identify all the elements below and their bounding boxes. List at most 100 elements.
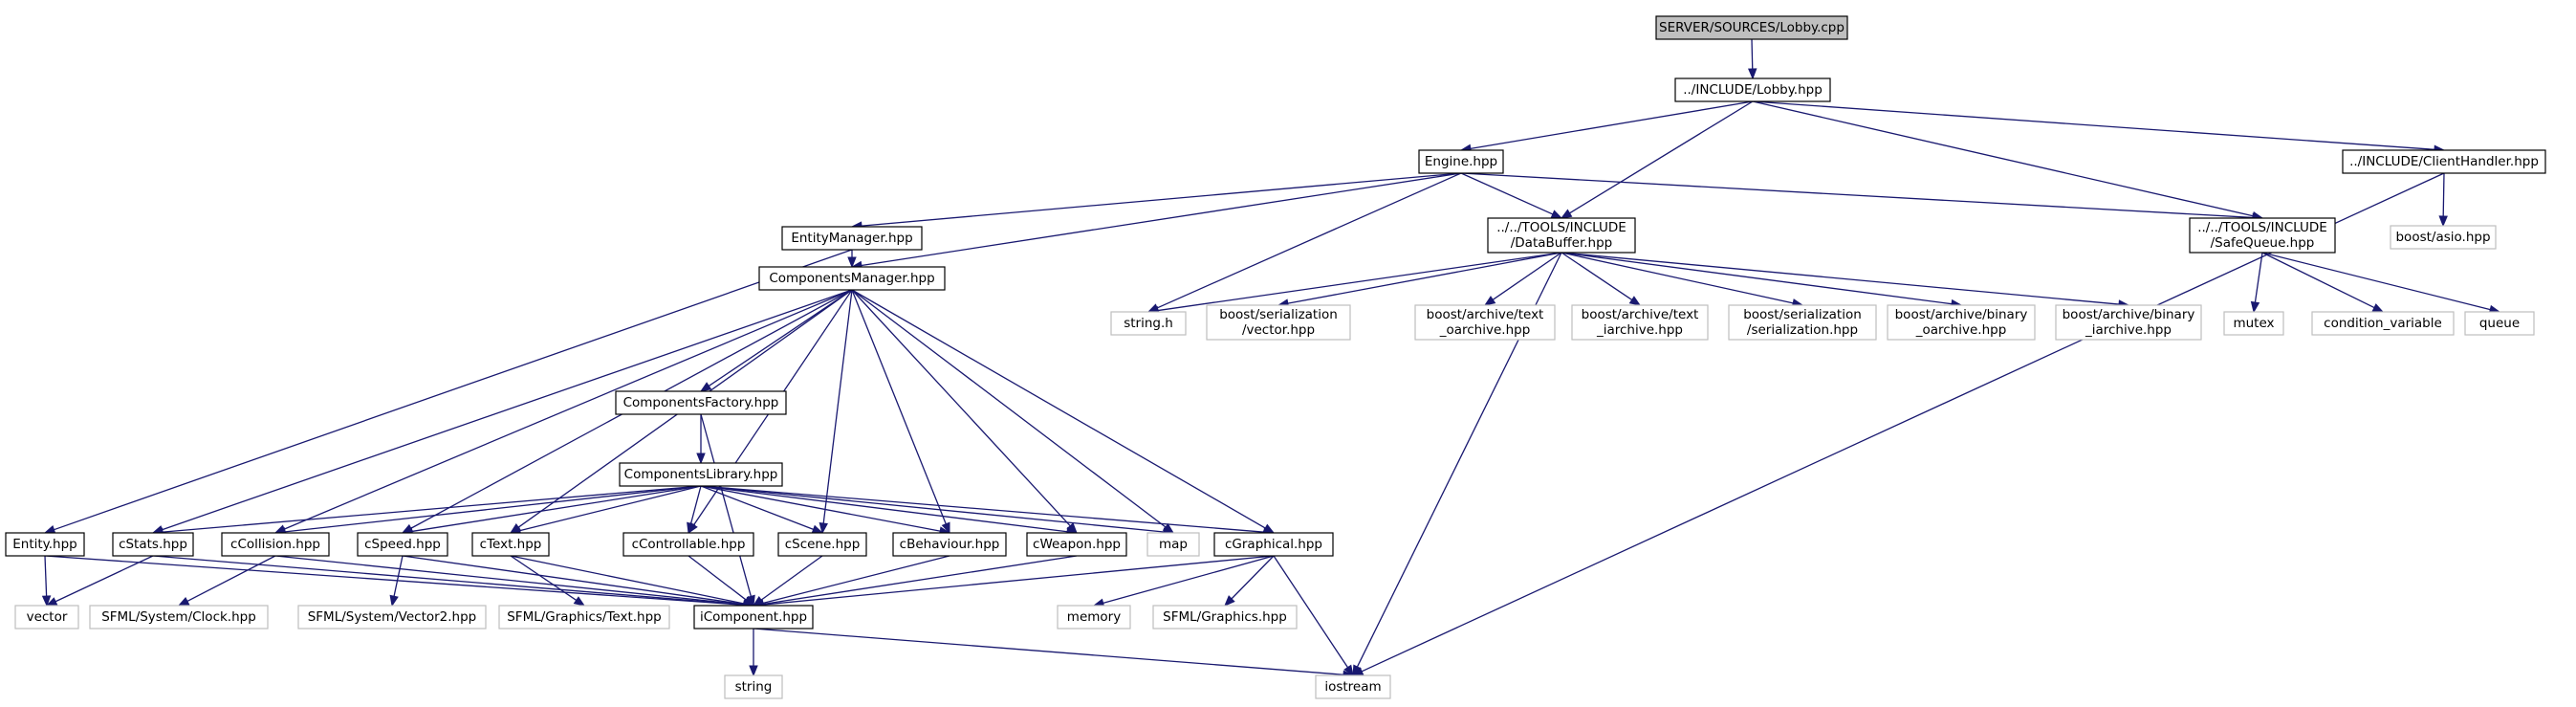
- node-box: [2464, 311, 2535, 336]
- edge-line: [1460, 172, 1554, 215]
- edge-line: [760, 555, 823, 601]
- node-lobby-cpp[interactable]: SERVER/SOURCES/Lobby.cpp: [1655, 15, 1848, 40]
- node-box: [1152, 605, 1298, 630]
- node-clienthandler-hpp[interactable]: ../INCLUDE/ClientHandler.hpp: [2342, 149, 2546, 174]
- node-box: [777, 532, 867, 557]
- edge-componentslibrary-hpp-to-cstats-hpp: [151, 485, 702, 537]
- arrowhead: [43, 525, 56, 534]
- arrowhead: [1343, 664, 1354, 677]
- node-componentslibrary-hpp[interactable]: ComponentsLibrary.hpp: [619, 462, 783, 487]
- node-ctext-hpp[interactable]: cText.hpp: [471, 532, 550, 557]
- edges-layer: [41, 38, 2501, 679]
- arrowhead: [2438, 215, 2448, 228]
- node-iostream: iostream: [1315, 674, 1391, 699]
- arrowhead: [1748, 68, 1757, 80]
- edge-line: [2261, 252, 2375, 309]
- node-label: boost/serialization: [1743, 307, 1862, 322]
- edge-line: [44, 555, 48, 597]
- node-box: [112, 532, 194, 557]
- arrowhead: [819, 522, 828, 535]
- edge-line: [1156, 172, 1462, 309]
- node-label: cWeapon.hpp: [1033, 537, 1121, 552]
- node-box: [471, 532, 550, 557]
- node-cbehaviour-hpp[interactable]: cBehaviour.hpp: [892, 532, 1007, 557]
- edge-componentslibrary-hpp-to-cweapon-hpp: [700, 485, 1079, 537]
- edge-databuffer-hpp-to-boost-binary-iarchive: [1561, 252, 2130, 309]
- node-queue: queue: [2464, 311, 2535, 336]
- node-ccontrollable-hpp[interactable]: cControllable.hpp: [622, 532, 754, 557]
- edge-cweapon-hpp-to-icomponent-hpp: [752, 555, 1078, 609]
- edge-engine-hpp-to-safequeue-hpp: [1460, 172, 2264, 223]
- arrowhead: [1224, 595, 1235, 607]
- node-label: /DataBuffer.hpp: [1511, 235, 1613, 251]
- edge-icomponent-hpp-to-iostream: [753, 628, 1355, 679]
- node-safequeue-hpp[interactable]: ../../TOOLS/INCLUDE/SafeQueue.hpp: [2189, 217, 2336, 254]
- node-label: iComponent.hpp: [700, 609, 807, 625]
- edge-line: [1231, 555, 1275, 600]
- node-label: string.h: [1124, 316, 1173, 331]
- node-label: /serialization.hpp: [1747, 322, 1858, 338]
- edge-line: [1492, 252, 1562, 300]
- node-sfml-graphics: SFML/Graphics.hpp: [1152, 605, 1298, 630]
- edge-line: [700, 413, 752, 597]
- edge-entity-hpp-to-vector: [41, 555, 52, 608]
- node-databuffer-hpp[interactable]: ../../TOOLS/INCLUDE/DataBuffer.hpp: [1487, 217, 1636, 254]
- node-cscene-hpp[interactable]: cScene.hpp: [777, 532, 867, 557]
- edge-line: [822, 289, 853, 524]
- edge-componentsfactory-hpp-to-componentslibrary-hpp: [696, 413, 706, 465]
- arrowhead: [1483, 296, 1496, 306]
- node-componentsfactory-hpp[interactable]: ComponentsFactory.hpp: [615, 390, 787, 415]
- edge-line: [402, 555, 745, 606]
- edge-line: [2442, 172, 2445, 217]
- node-label: _oarchive.hpp: [1915, 322, 2007, 338]
- node-label: cCollision.hpp: [230, 537, 320, 552]
- edge-cgraphical-hpp-to-icomponent-hpp: [752, 555, 1275, 609]
- node-componentsmanager-hpp[interactable]: ComponentsManager.hpp: [758, 266, 946, 291]
- node-entity-hpp[interactable]: Entity.hpp: [5, 532, 85, 557]
- node-cspeed-hpp[interactable]: cSpeed.hpp: [357, 532, 448, 557]
- edge-line: [274, 555, 745, 606]
- edge-cscene-hpp-to-icomponent-hpp: [752, 555, 823, 607]
- node-lobby-hpp[interactable]: ../INCLUDE/Lobby.hpp: [1674, 77, 1831, 102]
- edge-componentslibrary-hpp-to-ccollision-hpp: [273, 485, 702, 537]
- node-box: [1571, 304, 1709, 341]
- node-label: cText.hpp: [480, 537, 542, 552]
- edge-line: [700, 485, 1265, 533]
- edge-line: [162, 485, 702, 533]
- node-box: [1213, 532, 1334, 557]
- node-box: [1414, 304, 1556, 341]
- edge-icomponent-hpp-to-string: [749, 629, 758, 677]
- node-ccollision-hpp[interactable]: cCollision.hpp: [221, 532, 330, 557]
- edge-entitymanager-hpp-to-componentsmanager-hpp: [847, 249, 857, 269]
- node-cgraphical-hpp[interactable]: cGraphical.hpp: [1213, 532, 1334, 557]
- node-icomponent-hpp[interactable]: iComponent.hpp: [693, 605, 814, 630]
- edge-line: [861, 172, 1462, 227]
- edge-componentslibrary-hpp-to-cgraphical-hpp: [700, 485, 1276, 537]
- node-engine-hpp[interactable]: Engine.hpp: [1418, 149, 1504, 174]
- node-box: [781, 226, 923, 251]
- node-label: SFML/Graphics/Text.hpp: [507, 609, 662, 625]
- node-cstats-hpp[interactable]: cStats.hpp: [112, 532, 194, 557]
- node-label: SFML/System/Vector2.hpp: [308, 609, 477, 625]
- edge-ccollision-hpp-to-sfml-clock: [177, 555, 276, 607]
- arrowhead: [2371, 303, 2385, 313]
- arrowhead: [41, 595, 52, 608]
- node-entitymanager-hpp[interactable]: EntityManager.hpp: [781, 226, 923, 251]
- node-boost-binary-oarchive: boost/archive/binary_oarchive.hpp: [1887, 304, 2036, 341]
- node-label: cStats.hpp: [119, 537, 187, 552]
- edge-line: [1273, 555, 1349, 669]
- edge-ctext-hpp-to-sfml-text: [510, 555, 586, 607]
- node-box: [2189, 217, 2336, 254]
- node-cweapon-hpp[interactable]: cWeapon.hpp: [1026, 532, 1127, 557]
- edge-line: [689, 485, 702, 524]
- node-label: cGraphical.hpp: [1225, 537, 1322, 552]
- edge-safequeue-hpp-to-queue: [2261, 252, 2501, 315]
- edge-line: [762, 555, 1078, 606]
- edge-line: [1460, 172, 2254, 219]
- edge-line: [152, 555, 745, 606]
- node-label: boost/archive/text: [1427, 307, 1544, 322]
- node-label: ../../TOOLS/INCLUDE: [1496, 220, 1626, 235]
- arrowhead: [573, 596, 586, 607]
- node-box: [1655, 15, 1848, 40]
- arrowhead: [742, 595, 755, 607]
